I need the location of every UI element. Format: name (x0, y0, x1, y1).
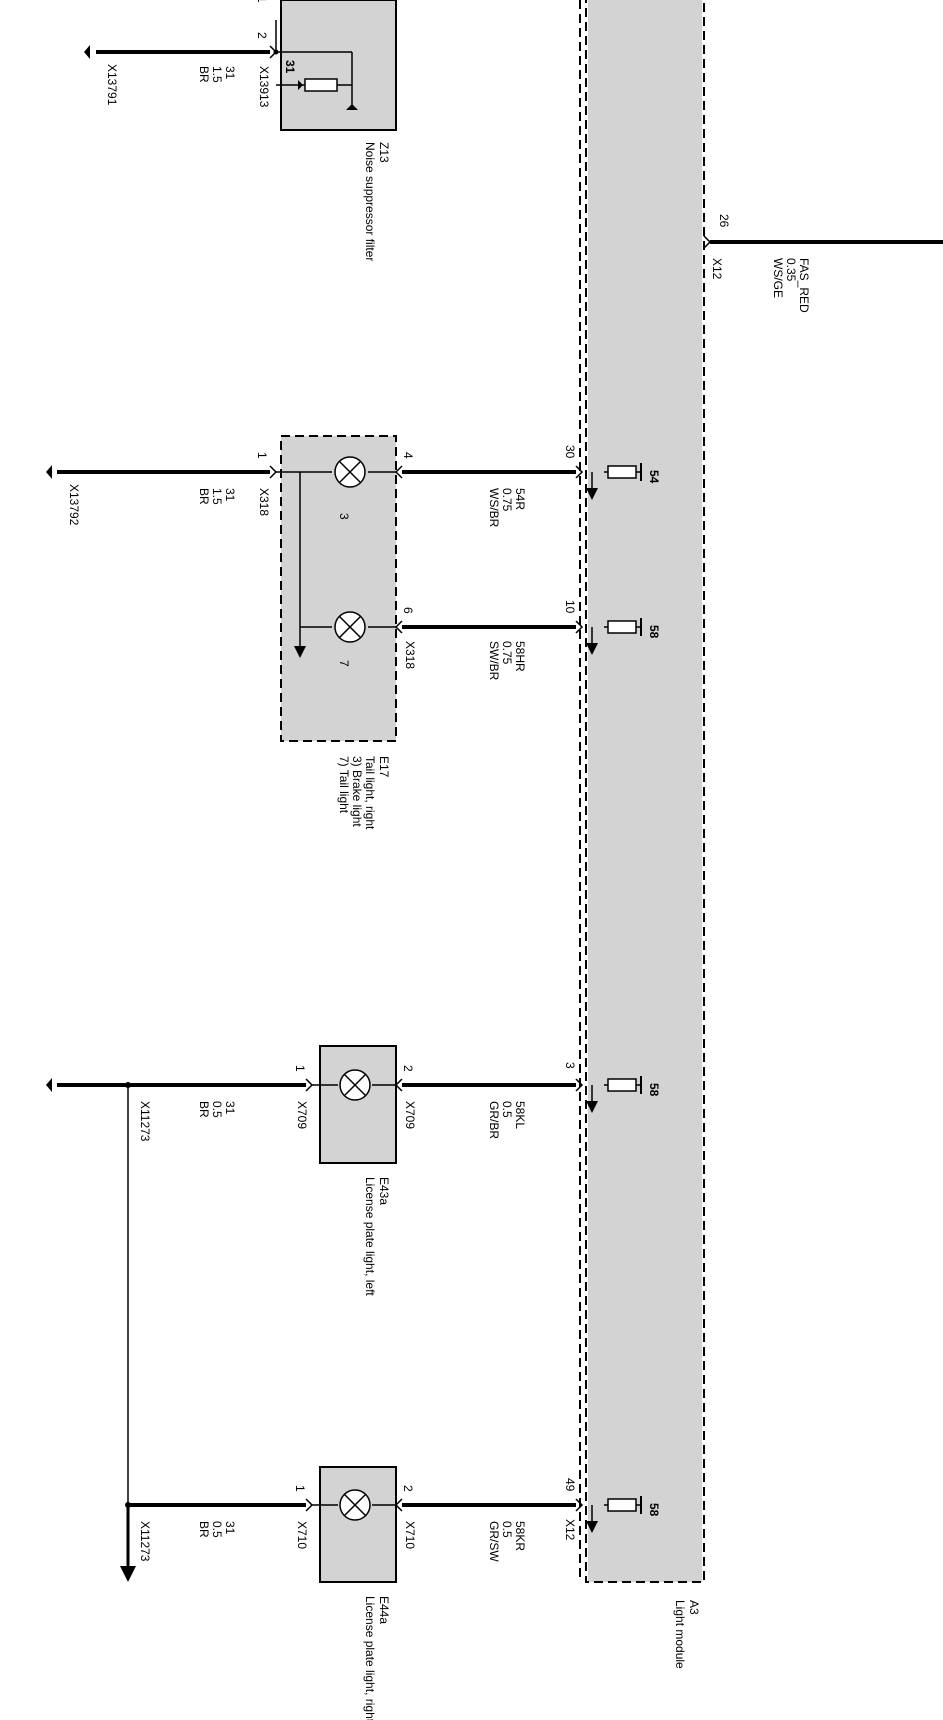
plate-right-supply-signal: 58KR (513, 1521, 527, 1551)
tail-light-right: 3 7 1 4 6 30 10 X318 X318 X13792 31 1.5 … (46, 435, 584, 830)
tail-light-sub1: 3) Brake light (350, 756, 364, 827)
module-connector-top: X12 (710, 258, 724, 280)
plate-left-pin-1: 1 (293, 1065, 307, 1072)
pin-3-label: 3 (563, 1062, 577, 1069)
plate-right-splice: X11273 (138, 1521, 152, 1562)
plate-left-id: E43a (377, 1177, 391, 1205)
pin-10-label: 10 (563, 600, 577, 614)
noise-filter-body (280, 0, 397, 131)
tail-ground-wire-size: 1.5 (210, 488, 224, 505)
plate-left-supply-signal: 58KL (513, 1101, 527, 1129)
fas-red-color: WS/GE (771, 258, 785, 298)
plate-left-pin-2: 2 (401, 1065, 415, 1072)
fas-red-size: 0.35 (784, 258, 798, 282)
terminal-58-c: 58 (647, 1503, 661, 1517)
plate-right-supply-connector: X710 (403, 1521, 417, 1549)
brake-wire-signal: 54R (513, 488, 527, 510)
filter-resistor (304, 78, 338, 92)
pin-1-label: 1 (255, 452, 269, 459)
ground-symbol-2 (46, 465, 52, 479)
plate-left-ground-connector: X709 (295, 1101, 309, 1129)
ground-symbol-3 (46, 1078, 52, 1092)
plate-left-ground-wire-num: 31 (223, 1101, 237, 1115)
module-name: Light module (673, 1600, 687, 1669)
plate-right-ground-wire-num: 31 (223, 1521, 237, 1535)
tail-wire-color: SW/BR (487, 641, 501, 681)
tail-wire-size: 0.75 (500, 641, 514, 665)
plate-left-splice: X11273 (138, 1101, 152, 1142)
plate-left-supply-size: 0.5 (500, 1101, 514, 1118)
tail-ground-connector: X318 (257, 488, 271, 516)
lamp-3-label: 3 (337, 513, 351, 520)
license-plate-light-right: 1 2 49 X12 X710 X710 X11273 31 0.5 BR 58… (120, 1466, 584, 1720)
pin-26-label: 26 (717, 214, 731, 228)
plate-right-pin-1: 1 (293, 1485, 307, 1492)
light-module: 26 X12 FAS_RED 0.35 WS/GE 54 58 58 (579, 0, 943, 1669)
plate-right-ground-wire-color: BR (197, 1521, 211, 1538)
tail-light-sub2: 7) Tail light (337, 756, 351, 814)
noise-filter-wire-color: BR (197, 66, 211, 83)
pin-49-label: 49 (563, 1478, 577, 1492)
pin-30-label: 30 (563, 445, 577, 459)
light-module-body (588, 0, 702, 1582)
plate-right-body (319, 1466, 397, 1583)
plate-left-supply-color: GR/BR (487, 1101, 501, 1139)
module-id: A3 (687, 1600, 701, 1615)
tail-wire-signal: 58HR (513, 641, 527, 672)
fas-red-signal: FAS_RED (797, 258, 811, 313)
tail-light-name: Tail light, right (363, 756, 377, 830)
noise-filter-wire-num: 31 (223, 66, 237, 80)
noise-filter-connector: X13913 (257, 66, 271, 108)
plate-left-supply-connector: X709 (403, 1101, 417, 1129)
noise-filter-pin-top: 1 (255, 0, 269, 3)
output-58-b: 58 (586, 1076, 661, 1113)
noise-filter: 2 1 31 X13913 Z13 Noise suppressor filte… (84, 0, 397, 261)
tail-supply-connector: X318 (403, 641, 417, 669)
terminal-54: 54 (647, 470, 661, 484)
terminal-58-a: 58 (647, 625, 661, 639)
noise-filter-pin: 2 (255, 32, 269, 39)
plate-right-supply-color: GR/SW (487, 1521, 501, 1562)
plate-right-ground-wire-size: 0.5 (210, 1521, 224, 1538)
plate-right-name: License plate light, right (363, 1596, 377, 1720)
tail-ground-wire-color: BR (197, 488, 211, 505)
noise-filter-terminal: 31 (283, 60, 297, 74)
module-connector-bottom: X12 (563, 1519, 577, 1541)
brake-wire-color: WS/BR (487, 488, 501, 528)
lamp-7-label: 7 (337, 660, 351, 667)
terminal-58-b: 58 (647, 1083, 661, 1097)
pin-4-label: 4 (401, 452, 415, 459)
tail-light-id: E17 (377, 756, 391, 778)
noise-filter-wire-size: 1.5 (210, 66, 224, 83)
plate-left-name: License plate light, left (363, 1177, 377, 1296)
tail-ground-wire-num: 31 (223, 488, 237, 502)
output-58-a: 58 (586, 618, 661, 655)
license-plate-light-left: 1 2 3 X709 X709 X11273 31 0.5 BR 58KL 0.… (46, 1045, 584, 1505)
plate-right-id: E44a (377, 1596, 391, 1624)
plate-right-pin-2: 2 (401, 1485, 415, 1492)
plate-left-ground-wire-size: 0.5 (210, 1101, 224, 1118)
noise-filter-ground: X13791 (105, 64, 119, 106)
ground-symbol-1 (84, 45, 90, 59)
noise-filter-name: Noise suppressor filter (363, 142, 377, 261)
pin-6-label: 6 (401, 607, 415, 614)
plate-right-supply-size: 0.5 (500, 1521, 514, 1538)
output-58-c: 58 (586, 1496, 661, 1533)
brake-wire-size: 0.75 (500, 488, 514, 512)
plate-right-ground-connector: X710 (295, 1521, 309, 1549)
tail-ground: X13792 (67, 484, 81, 526)
ground-arrow (120, 1566, 136, 1582)
plate-left-ground-wire-color: BR (197, 1101, 211, 1118)
plate-left-body (319, 1045, 397, 1164)
light-module-outer-border (585, 0, 705, 1583)
noise-filter-id: Z13 (377, 142, 391, 163)
output-54: 54 (586, 463, 661, 500)
